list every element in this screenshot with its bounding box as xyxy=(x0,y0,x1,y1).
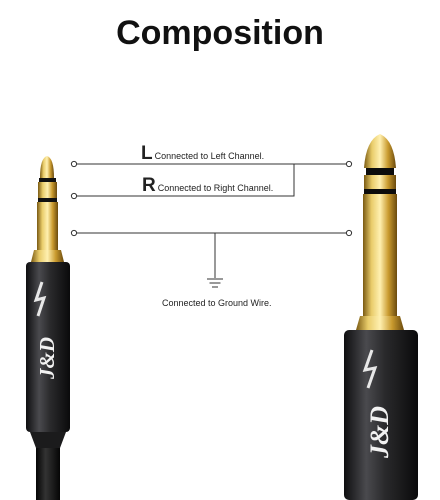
brand-logo-left: J&D xyxy=(35,337,59,380)
mini-plug-sleeve xyxy=(37,202,58,250)
connection-endpoints xyxy=(70,160,353,237)
large-plug-ring xyxy=(364,175,396,189)
right-channel-text: Connected to Right Channel. xyxy=(157,183,274,193)
right-channel-letter: R xyxy=(142,175,156,196)
large-plug-sleeve xyxy=(363,194,397,316)
mini-plug-sleeve-insulator xyxy=(38,198,57,202)
lightning-icon xyxy=(33,281,47,317)
right-channel-line xyxy=(76,164,295,197)
ground-label: Connected to Ground Wire. xyxy=(162,298,272,308)
page-title: Composition xyxy=(116,14,324,52)
mini-plug-ring xyxy=(38,182,57,198)
mini-plug-collar xyxy=(31,250,64,262)
endpoint-left-top xyxy=(70,160,78,168)
large-jack-plug: J&D xyxy=(344,134,418,500)
ground-symbol-icon xyxy=(207,278,223,288)
endpoint-left-middle xyxy=(70,192,78,200)
endpoint-right-bottom xyxy=(345,229,353,237)
mini-plug-tip xyxy=(40,156,54,178)
connection-lines xyxy=(76,163,348,278)
mini-plug-ring-insulator xyxy=(39,178,56,182)
large-plug-ring-insulator xyxy=(366,168,394,175)
large-plug-sleeve-insulator xyxy=(364,189,396,194)
endpoint-left-bottom xyxy=(70,229,78,237)
left-channel-text: Connected to Left Channel. xyxy=(154,151,265,161)
brand-logo-right: J&D xyxy=(365,406,394,459)
large-plug-collar xyxy=(356,316,404,330)
mini-plug-barrel xyxy=(26,262,70,432)
endpoint-right-top xyxy=(345,160,353,168)
lightning-icon xyxy=(362,349,378,389)
left-channel-letter: L xyxy=(141,143,153,164)
mini-plug-strain-relief xyxy=(30,432,66,448)
mini-jack-plug: J&D xyxy=(26,156,70,500)
large-plug-tip xyxy=(364,134,396,168)
large-plug-barrel xyxy=(344,330,418,500)
cable-left xyxy=(36,448,60,500)
